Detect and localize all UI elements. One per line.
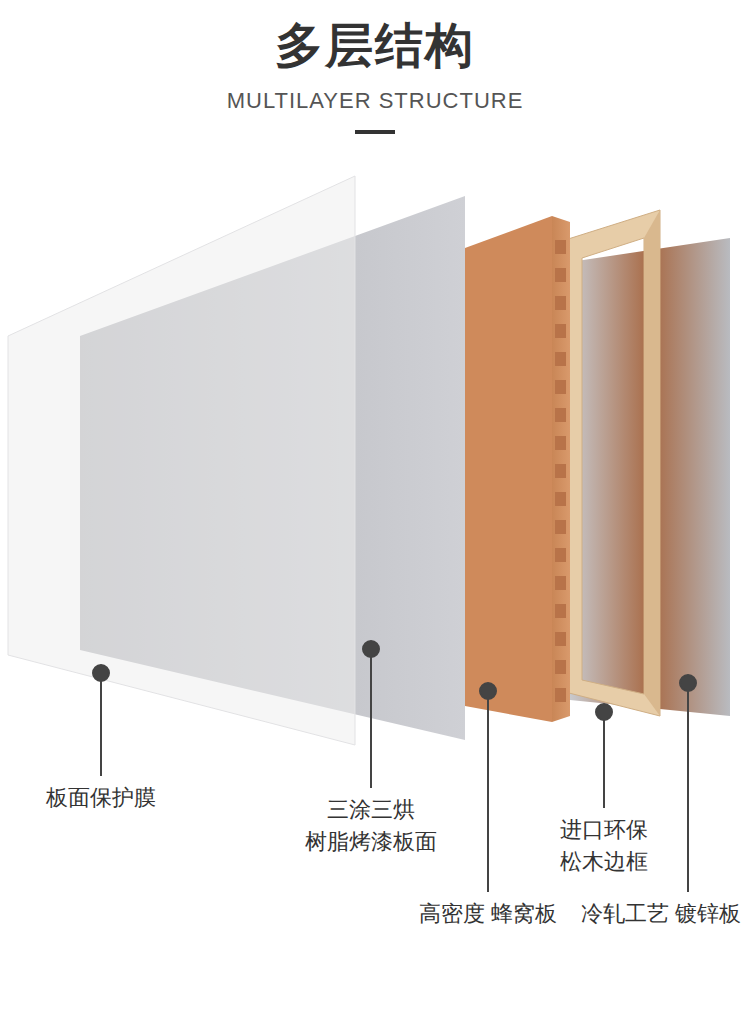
part-label: 三涂三烘 树脂烤漆板面 xyxy=(286,794,456,858)
part-label: 板面保护膜 xyxy=(16,782,186,814)
title-bar xyxy=(355,130,395,134)
honeycomb-cells xyxy=(555,240,566,702)
honeycomb-board xyxy=(465,216,552,722)
leader-lines xyxy=(93,641,696,892)
subtitle: MULTILAYER STRUCTURE xyxy=(227,88,524,114)
title: 多层结构 xyxy=(275,14,475,78)
pine-frame-side xyxy=(644,210,660,716)
protective-film xyxy=(8,176,355,745)
pine-frame xyxy=(565,210,660,716)
honeycomb-edge xyxy=(552,216,570,722)
part-label: 高密度 蜂窝板 xyxy=(403,898,573,930)
part-label: 冷轧工艺 镀锌板 xyxy=(576,898,746,930)
part-label: 进口环保 松木边框 xyxy=(519,814,689,878)
